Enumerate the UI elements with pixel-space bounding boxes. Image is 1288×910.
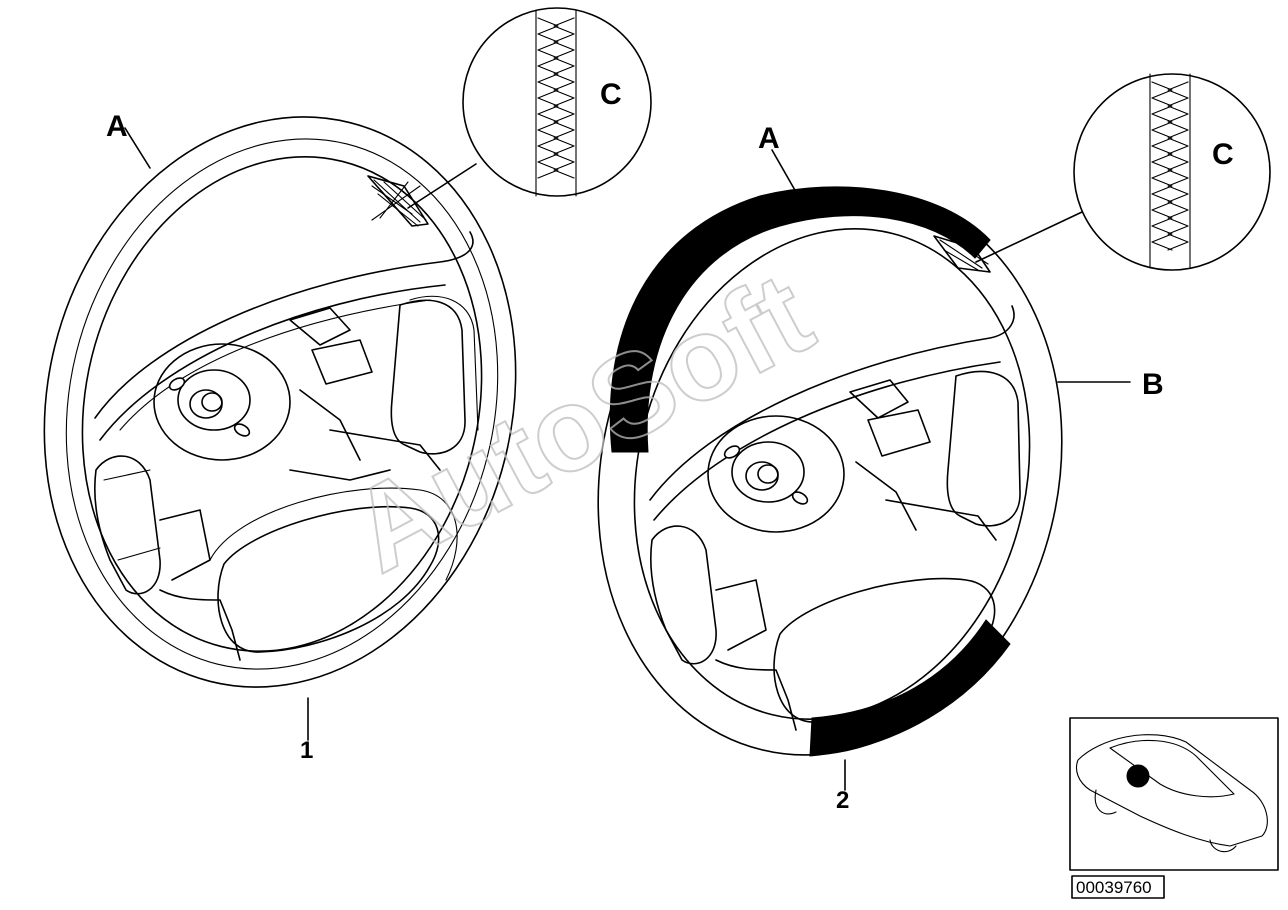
wheel-1-rim-outer [43, 116, 517, 688]
vehicle-location-thumbnail [1069, 717, 1279, 871]
wheel-2-airbag-hub [707, 415, 845, 533]
wheel-1-left-pad [93, 455, 161, 595]
wheel-2-leather-band-top [609, 186, 991, 453]
location-marker [1126, 764, 1150, 788]
steering-wheel-1 [43, 116, 517, 741]
stitch-detail-left [462, 7, 652, 197]
wheel-2-left-pad [649, 525, 717, 665]
callout-c-left: C [600, 78, 622, 111]
wheel-1-right-pad [390, 299, 466, 455]
reference-number: 00039760 [1076, 878, 1152, 897]
callout-a-left: A [106, 110, 128, 143]
wheel-1-rim-inner [81, 156, 483, 652]
callout-c-right: C [1212, 138, 1234, 171]
wheel-2-leather-band-bottom [809, 619, 1011, 757]
wheel-1-airbag-hub [153, 343, 291, 461]
wheel-2-right-pad [946, 370, 1021, 527]
wheel-2-stitch-patch [933, 235, 991, 273]
watermark: AutoSoft [330, 248, 832, 598]
part-number-2: 2 [836, 787, 849, 814]
callout-b-right: B [1142, 368, 1164, 401]
steering-wheel-2 [597, 149, 1131, 791]
part-number-1: 1 [300, 737, 313, 764]
stitch-detail-right [1073, 73, 1271, 271]
callout-a-right: A [758, 122, 780, 155]
reference-number-box: 00039760 [1071, 875, 1165, 899]
